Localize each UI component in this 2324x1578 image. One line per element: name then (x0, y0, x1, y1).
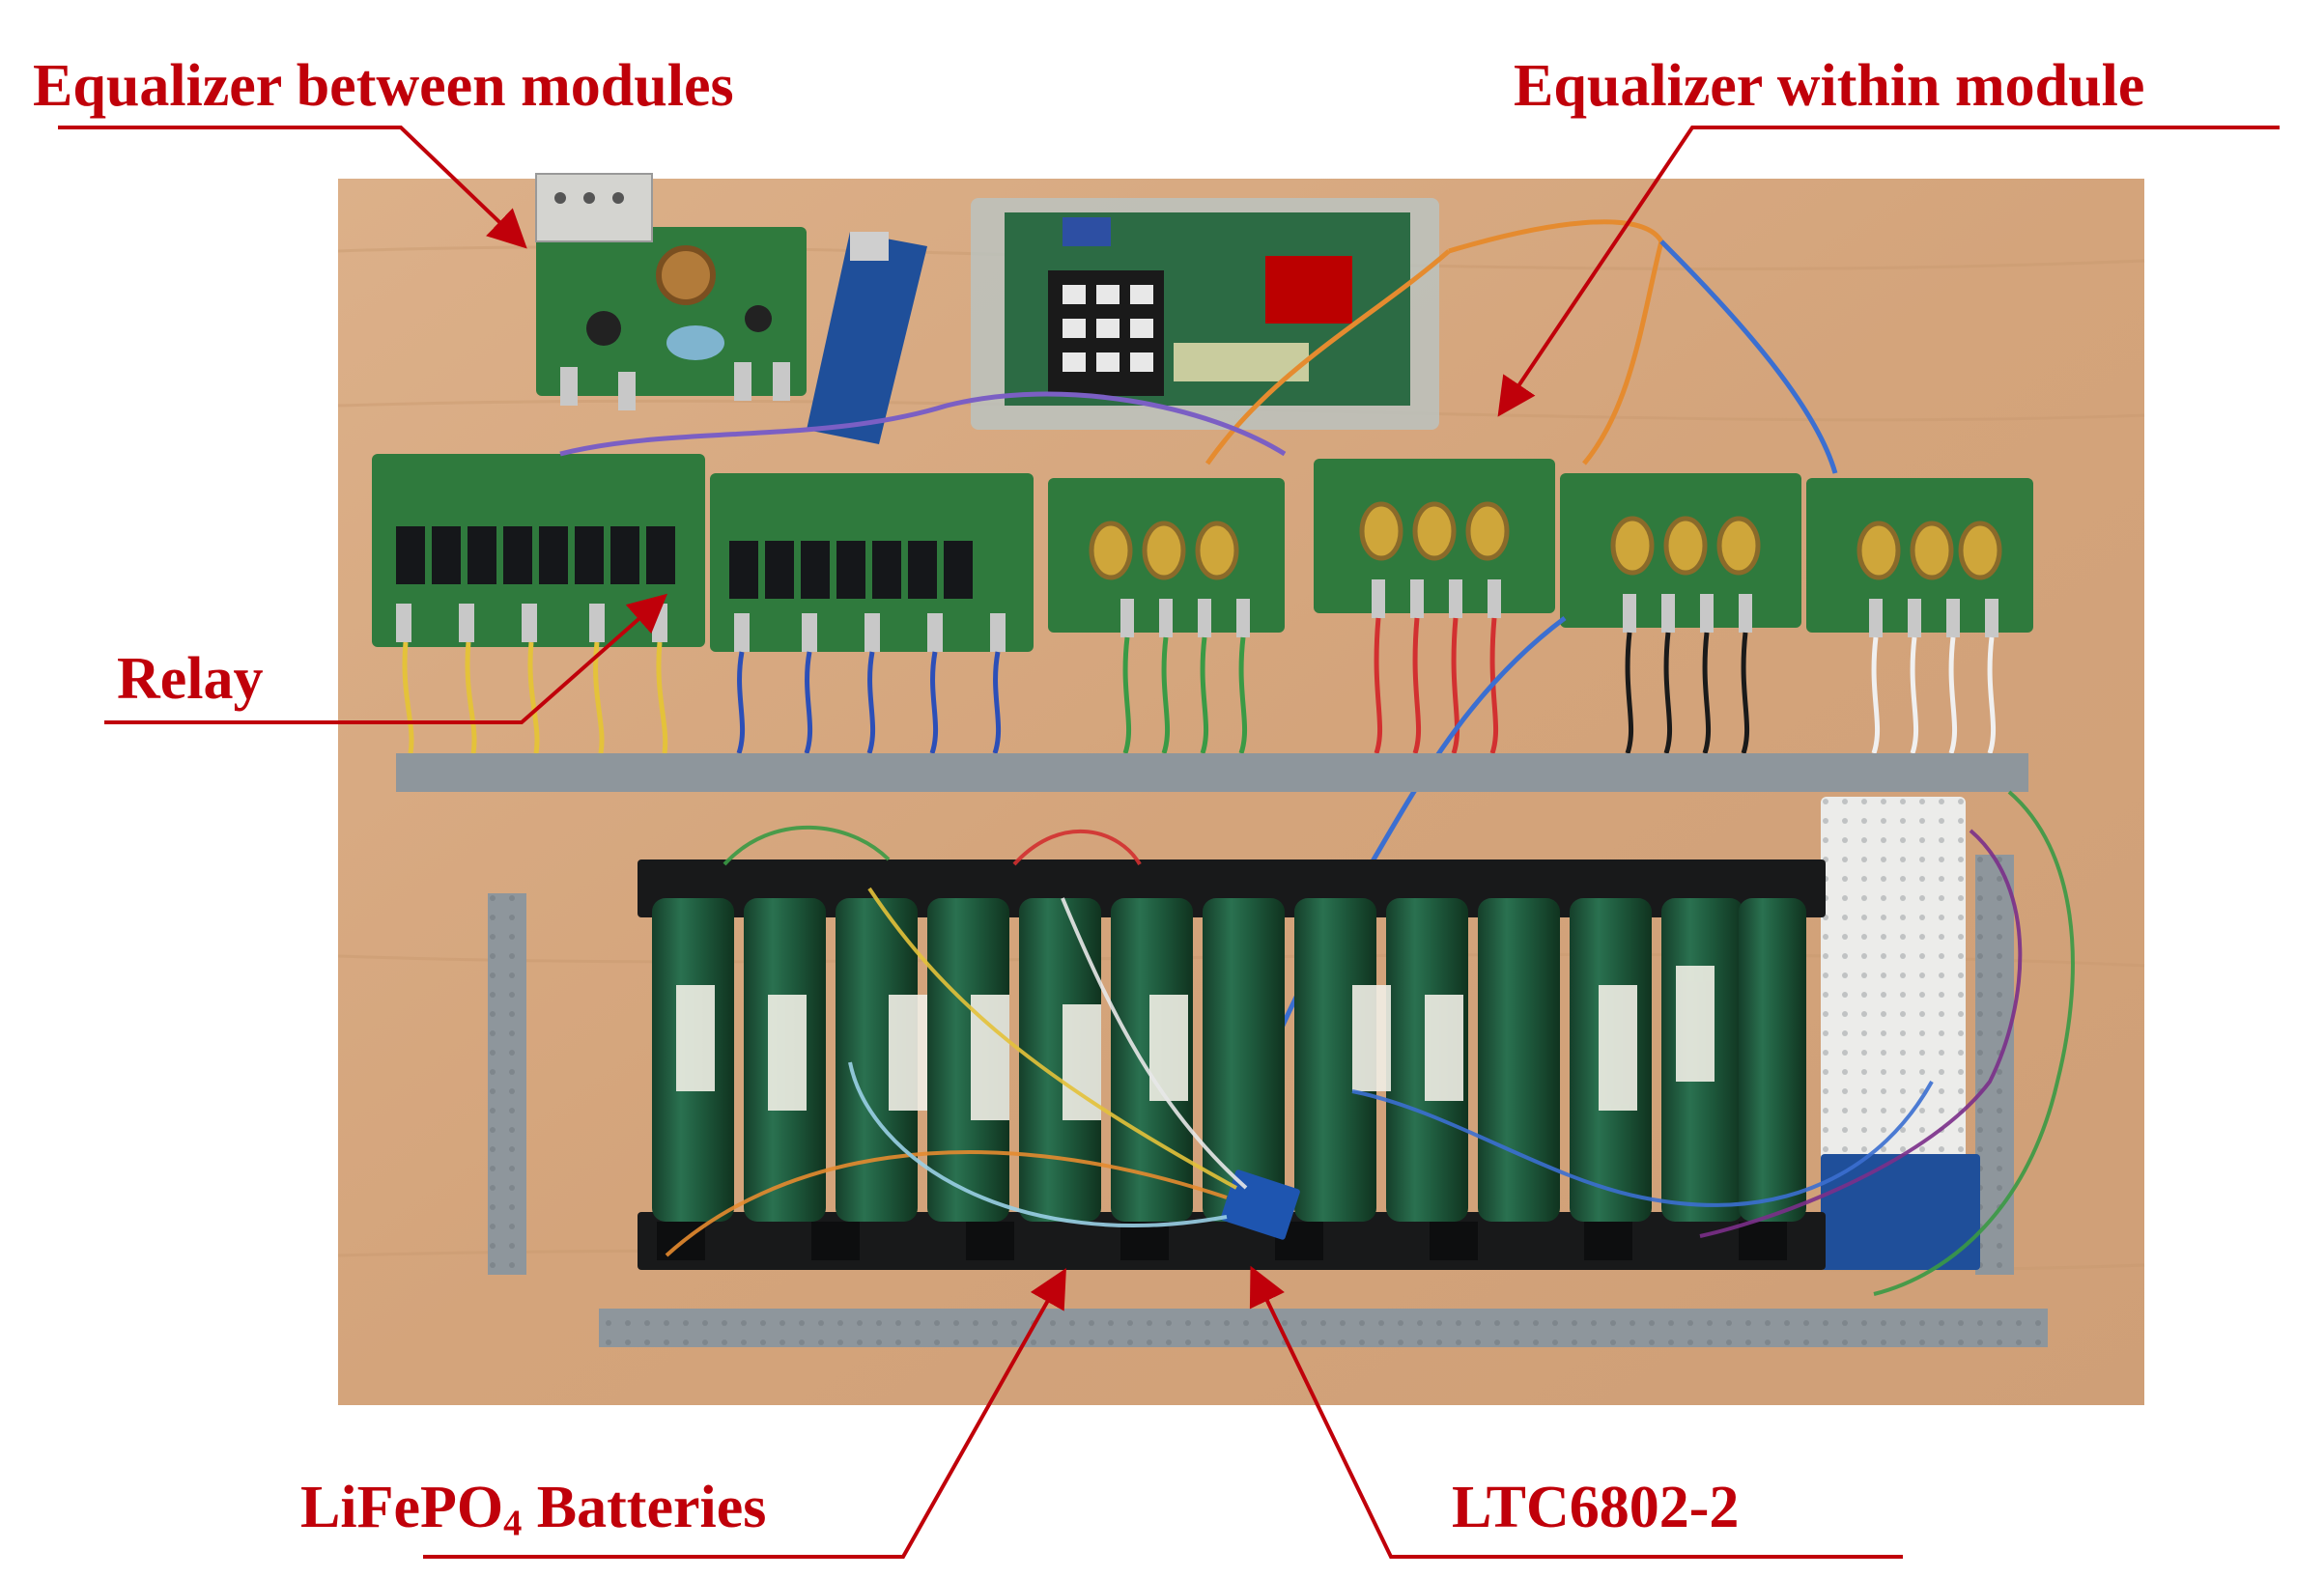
equalizer-between-modules-label: Equalizer between modules (33, 53, 734, 119)
annotation-arrows (58, 126, 2280, 1559)
relay-board-1 (372, 454, 705, 647)
within-module-equalizer-board-1 (1048, 478, 1285, 637)
breadboard (1821, 797, 1980, 1270)
between-modules-equalizer-board (535, 173, 807, 410)
arduino-board (807, 232, 927, 444)
within-module-equalizer-board-2 (1314, 459, 1555, 618)
batteries-prefix: LiFePO (300, 1475, 504, 1540)
relay-board-2 (710, 473, 1034, 652)
cable-duct-top (396, 753, 2028, 792)
cable-duct-right (1975, 855, 2014, 1275)
within-module-equalizer-board-3 (1560, 473, 1801, 633)
lifepo4-batteries-label: LiFePO4 Batteries (300, 1478, 766, 1542)
equalizer-between-arrow (58, 126, 527, 249)
wiring (402, 219, 1997, 1150)
relay-label: Relay (117, 646, 264, 712)
equalizer-within-arrow (1497, 126, 2280, 417)
ltc6802-board (1220, 1169, 1300, 1240)
batteries-arrow (423, 1268, 1066, 1559)
batteries-suffix: Batteries (522, 1475, 767, 1540)
relay-arrow (104, 593, 667, 724)
cable-duct-bottom (599, 1309, 2048, 1347)
within-module-equalizer-board-4 (1806, 478, 2033, 637)
lifepo4-battery-pack (638, 859, 1826, 1270)
ltc-arrow (1249, 1265, 1903, 1559)
equalizer-within-module-label: Equalizer within module (1514, 53, 2145, 119)
batteries-subscript: 4 (503, 1503, 523, 1544)
cable-duct-left (488, 893, 526, 1275)
controller-board (971, 198, 1439, 430)
ltc6802-label: LTC6802-2 (1452, 1475, 1740, 1540)
